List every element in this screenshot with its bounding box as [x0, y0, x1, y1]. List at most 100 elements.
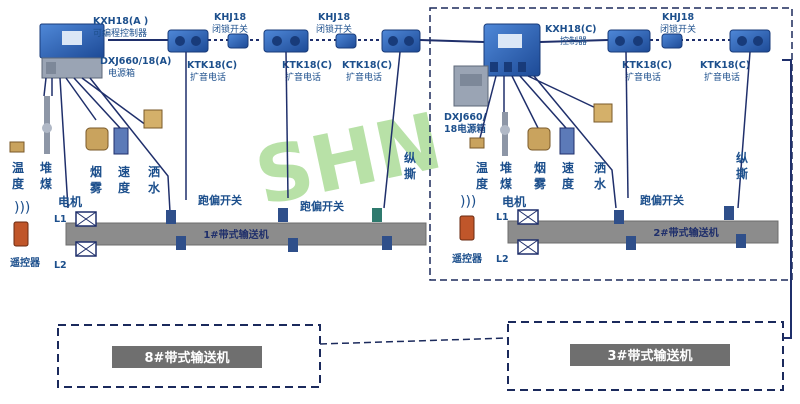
power-box-c-device	[453, 65, 489, 107]
pile-coal-label-2a: 堆	[500, 160, 512, 175]
remote-control-2-icon	[459, 215, 475, 241]
motor-label-2: 电机	[502, 194, 526, 209]
tear-label-1a: 纵	[404, 150, 416, 165]
speaker-phone-2-icon	[263, 29, 309, 53]
conveyor-8-to-3-link	[319, 337, 509, 345]
belt-conveyor-1-label: 1#带式输送机	[203, 228, 268, 241]
sprinkle-label-2b: 水	[594, 176, 607, 191]
watermark: SHN	[248, 97, 449, 224]
controller-c-model: KXH18(C)	[545, 24, 597, 35]
smoke-sensor-1-icon	[85, 127, 109, 151]
speaker-phone-5-model: KTK18(C)	[700, 60, 750, 71]
speed-label-2b: 度	[562, 176, 575, 191]
speaker-phone-1-model: KTK18(C)	[187, 60, 237, 71]
motor-l1-2-icon	[517, 209, 539, 225]
deviation-switch-2-icon	[614, 206, 746, 250]
speed-label-2a: 速	[562, 160, 574, 175]
power-box-a-model: DXJ660/18(A)	[100, 56, 171, 67]
pile-coal-label-1a: 堆	[40, 160, 52, 175]
sprinkle-label-2a: 洒	[594, 160, 606, 175]
remote-label-2: 遥控器	[452, 252, 483, 265]
sprinkle-valve-1-icon	[143, 109, 163, 129]
temperature-sensor-1-icon	[9, 141, 25, 153]
motor-label-1: 电机	[58, 194, 82, 209]
wifi-icon: )))	[14, 200, 30, 216]
temperature-label-1a: 温	[12, 161, 24, 175]
pile-coal-label-1b: 煤	[40, 176, 52, 191]
power-box-c-model: DXJ660/	[444, 112, 487, 123]
smoke-label-2b: 雾	[533, 177, 547, 191]
power-box-c-desc: 18电源箱	[444, 123, 486, 135]
speaker-phone-3-desc: 扩音电话	[346, 71, 382, 83]
deviation-switch-label-1a: 跑偏开关	[198, 193, 242, 207]
smoke-label-2a: 烟	[534, 161, 546, 175]
lock-switch-3-icon	[661, 33, 683, 49]
tear-label-2a: 纵	[736, 150, 748, 165]
conveyor-8-dashed-box	[57, 324, 321, 388]
speaker-phone-1-desc: 扩音电话	[190, 71, 226, 83]
conveyor-3-label: 3#带式输送机	[608, 348, 693, 364]
speaker-phone-4-model: KTK18(C)	[622, 60, 672, 71]
speaker-phone-2-model: KTK18(C)	[282, 60, 332, 71]
belt-conveyor-1	[65, 222, 427, 246]
controller-c-device	[483, 23, 541, 77]
belt-conveyor-2	[507, 220, 779, 244]
sprinkle-label-1b: 水	[148, 180, 161, 195]
motor-l2-icon	[75, 241, 97, 257]
sensor-cables-unit-2	[479, 51, 751, 209]
l2-label-2: L2	[496, 254, 509, 265]
deviation-switch-1-icon	[166, 208, 392, 252]
speaker-phone-5-icon	[729, 29, 771, 53]
lock-switch-3-model: KHJ18	[662, 12, 694, 23]
speed-label-1a: 速	[118, 164, 130, 179]
conveyor-8-label: 8#带式输送机	[145, 350, 230, 366]
speaker-phone-5-desc: 扩音电话	[704, 71, 740, 83]
pile-coal-sensor-1-icon	[42, 96, 52, 154]
lock-switch-1-desc: 闭锁开关	[212, 23, 248, 35]
sprinkle-label-1a: 洒	[148, 164, 160, 179]
lock-switch-1-icon	[227, 33, 249, 49]
speed-label-1b: 度	[118, 180, 131, 195]
tear-label-2b: 撕	[736, 166, 748, 181]
controller-c-desc: 控制器	[560, 35, 587, 47]
temperature-sensor-2-icon	[469, 137, 485, 149]
belt-conveyor-2-label: 2#带式输送机	[653, 226, 718, 239]
tear-label-1b: 撕	[404, 166, 416, 181]
pile-coal-label-2b: 煤	[500, 176, 512, 191]
smoke-label-1a: 烟	[90, 165, 102, 179]
temperature-label-2b: 度	[476, 176, 489, 191]
deviation-switch-label-1b: 跑偏开关	[300, 199, 344, 213]
smoke-label-1b: 雾	[89, 181, 103, 195]
remote-label-1: 遥控器	[10, 256, 41, 269]
speaker-phone-4-icon	[607, 29, 651, 53]
speed-sensor-1-icon	[113, 127, 129, 155]
l2-label-1: L2	[54, 260, 67, 271]
controller-a-device	[39, 23, 105, 79]
power-box-a-desc: 电源箱	[108, 67, 135, 79]
smoke-sensor-2-icon	[527, 127, 551, 151]
wifi-icon-2: )))	[460, 194, 476, 210]
pile-coal-sensor-2-icon	[500, 112, 510, 156]
deviation-switch-label-2: 跑偏开关	[640, 193, 684, 207]
speaker-phone-4-desc: 扩音电话	[625, 71, 661, 83]
motor-l2-2-icon	[517, 239, 539, 255]
speaker-phone-1-icon	[167, 29, 209, 53]
temperature-label-1b: 度	[12, 176, 25, 191]
speed-sensor-2-icon	[559, 127, 575, 155]
return-link	[782, 59, 792, 339]
conveyor-8-label-box	[112, 346, 262, 368]
lock-switch-2-desc: 闭锁开关	[316, 23, 352, 35]
l1-label-1: L1	[54, 214, 67, 225]
speaker-phone-3-icon	[381, 29, 421, 53]
lock-switch-2-model: KHJ18	[318, 12, 350, 23]
controller-a-desc: 可编程控制器	[93, 27, 147, 39]
speaker-phone-3-model: KTK18(C)	[342, 60, 392, 71]
l1-label-2: L1	[496, 212, 509, 223]
controller-a-model: KXH18(A )	[93, 16, 148, 27]
sprinkle-valve-2-icon	[593, 103, 613, 123]
lock-switch-3-desc: 闭锁开关	[660, 23, 696, 35]
motor-l1-icon	[75, 211, 97, 227]
lock-switch-2-icon	[335, 33, 357, 49]
